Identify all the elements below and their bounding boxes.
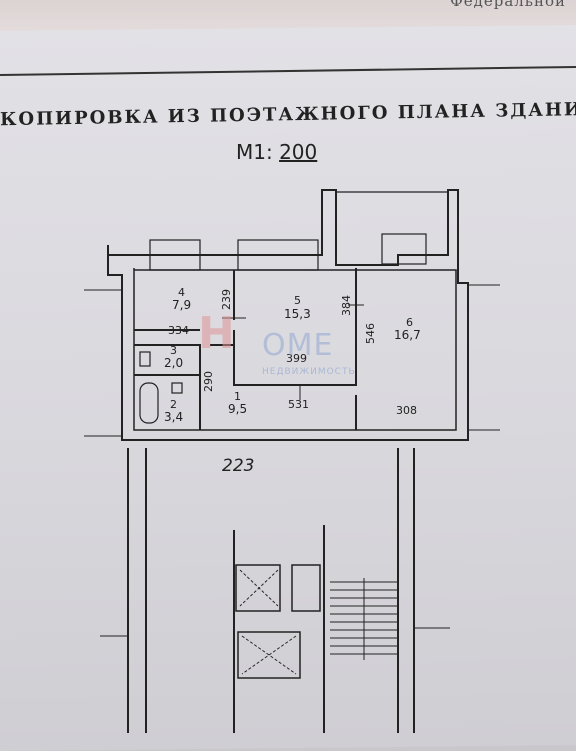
room-1-number: 1: [234, 390, 241, 403]
dimension-531: 531: [288, 398, 309, 411]
room-3-number: 3: [170, 344, 177, 357]
dimension-334: 334: [168, 324, 189, 337]
dimension-223: 223: [222, 456, 255, 476]
floor-plan: [84, 189, 500, 733]
previous-page-text: Федеральной: [450, 0, 566, 10]
watermark-brand: OME: [262, 328, 334, 363]
watermark-logo: H: [198, 308, 235, 359]
room-5-area: 15,3: [284, 307, 311, 321]
room-3-area: 2,0: [164, 356, 184, 370]
room-2-number: 2: [170, 398, 177, 411]
room-6-number: 6: [406, 316, 413, 329]
dimension-546: 546: [364, 323, 377, 344]
room-4-number: 4: [178, 286, 185, 299]
room-5-number: 5: [294, 294, 301, 307]
dimension-239: 239: [220, 289, 233, 310]
room-2-area: 3,4: [164, 410, 184, 424]
room-1-area: 9,5: [228, 402, 248, 416]
room-4-area: 7,9: [172, 298, 192, 312]
dimension-399: 399: [286, 352, 307, 365]
watermark-subtitle: НЕДВИЖИМОСТЬ: [262, 367, 356, 377]
scale-value: 200: [279, 140, 318, 164]
dimension-290: 290: [202, 371, 215, 392]
room-6-area: 16,7: [394, 328, 421, 342]
dimension-384: 384: [340, 295, 353, 316]
dimension-308: 308: [396, 404, 417, 417]
scale-prefix: М1:: [236, 140, 273, 164]
scale-label: М1: 200: [236, 140, 317, 164]
